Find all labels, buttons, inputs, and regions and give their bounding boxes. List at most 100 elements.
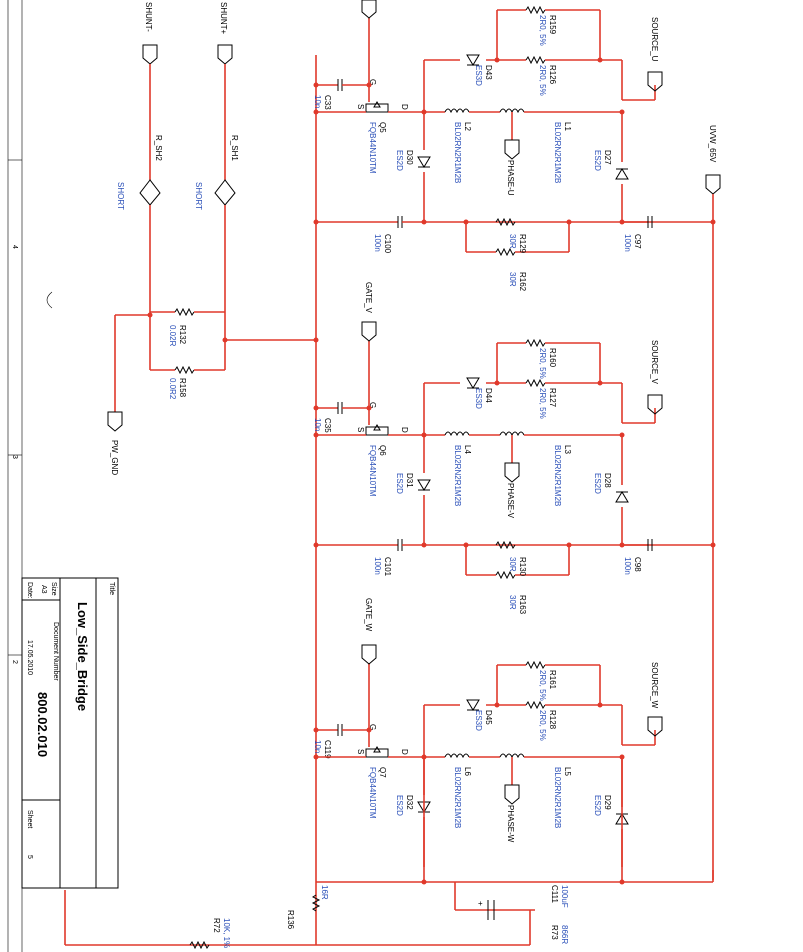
r136-ref: R136 — [286, 910, 295, 930]
mosfet-symbol — [365, 748, 389, 758]
pw-gnd-label: PW_GND — [110, 440, 119, 475]
zener-value: ES3D — [474, 710, 483, 731]
cap-gate-value: 10n — [313, 740, 322, 753]
l2-ref: L6 — [463, 767, 472, 776]
l2-ref: L4 — [463, 445, 472, 454]
rtop-value: 2R0, 5% — [538, 15, 547, 46]
pin-g: G — [368, 79, 377, 85]
docnum-label: Document Number — [52, 622, 59, 681]
border-mark-2: 2 — [11, 660, 18, 664]
l1-ref: L5 — [563, 767, 572, 776]
r72-value: 10K, 1% — [222, 918, 231, 948]
phase-port — [504, 462, 520, 483]
dhi-value: ES2D — [593, 473, 602, 494]
source-port — [647, 716, 663, 737]
cright-ref: C97 — [633, 234, 642, 249]
gate-ports: GATE_V GATE_W — [361, 0, 377, 665]
rbot-value: 30R — [508, 557, 517, 572]
pin-s: S — [356, 749, 365, 754]
cap-gate-ref: C119 — [323, 740, 332, 759]
zener-value: ES3D — [474, 388, 483, 409]
zener-value: ES3D — [474, 65, 483, 86]
rtop-ref: R161 — [548, 670, 557, 690]
phase-label: PHASE-W — [506, 805, 515, 843]
mosfet-ref: Q5 — [378, 122, 387, 133]
rbot-value: 30R — [508, 234, 517, 249]
mosfet-value: FQB44N10TM — [368, 122, 377, 174]
gate-v-label: GATE_V — [364, 282, 373, 314]
r72-ref: R72 — [212, 918, 221, 933]
l1-ref: L1 — [563, 122, 572, 131]
l1-value: BL02RN2R1M2B — [553, 445, 562, 506]
size-value: A3 — [40, 585, 47, 594]
zener-ref: D45 — [484, 710, 493, 725]
rtop-value: 2R0, 5% — [538, 348, 547, 379]
shunt-plus-label: SHUNT+ — [219, 2, 228, 35]
title-label: Title — [108, 582, 115, 595]
gate-v-port — [361, 321, 377, 342]
phase-label: PHASE-V — [506, 483, 515, 519]
border-mark-3: 3 — [11, 455, 18, 459]
dhi-value: ES2D — [593, 795, 602, 816]
uvw-65v-port — [705, 174, 721, 195]
sheet-title: Low_Side_Bridge — [75, 602, 90, 711]
short-label-1: SHORT — [194, 182, 203, 210]
bottom-circuit: R72 10K, 1% R136 16R + C111 100uF R73 86… — [64, 870, 714, 950]
r136-value: 16R — [320, 885, 329, 900]
uvw-65v-label: UVW_65V — [708, 125, 717, 163]
r-sh2-ref: R_SH2 — [154, 135, 163, 161]
rmid-value: 2R0, 5% — [538, 65, 547, 96]
mosfet-value: FQB44N10TM — [368, 767, 377, 819]
dhi-ref: D29 — [603, 795, 612, 810]
pin-d: D — [400, 427, 409, 433]
r158-value: 0.0R2 — [168, 378, 177, 400]
shunt-section: SHUNT- SHUNT+ R_SH2 R_SH1 SHORT SHORT R1… — [107, 2, 319, 475]
dlo-ref: D32 — [405, 795, 414, 810]
r73-ref: R73 — [550, 925, 559, 940]
gate-u-port — [361, 0, 377, 19]
cap-gate-ref: C33 — [323, 95, 332, 110]
date-label: Date: — [26, 582, 33, 599]
pin-s: S — [356, 427, 365, 432]
rbot-ref: R130 — [518, 557, 527, 577]
l2-value: BL02RN2R1M2B — [453, 122, 462, 183]
rmid-ref: R126 — [548, 65, 557, 85]
shunt-minus-label: SHUNT- — [144, 2, 153, 32]
pin-s: S — [356, 104, 365, 109]
dhi-ref: D28 — [603, 473, 612, 488]
phase-label: PHASE-U — [506, 160, 515, 196]
rbot2-ref: R163 — [518, 595, 527, 615]
mosfet-ref: Q7 — [378, 767, 387, 778]
document-number: 800.02.010 — [35, 692, 50, 757]
mosfet-symbol — [365, 426, 389, 436]
sheet-number: 5 — [26, 855, 33, 859]
r73-value: 866R — [560, 925, 569, 944]
pw-gnd-port — [107, 411, 123, 432]
mosfet-symbol — [365, 103, 389, 113]
l2-value: BL02RN2R1M2B — [453, 445, 462, 506]
bus-wires: UVW_65V — [315, 55, 721, 905]
shunt-minus-port — [142, 44, 158, 65]
phase-port — [504, 784, 520, 805]
dhi-ref: D27 — [603, 150, 612, 165]
cbot-ref: C101 — [383, 557, 392, 577]
cap-gate-value: 10n — [313, 95, 322, 108]
size-label: Size — [50, 582, 57, 596]
short-label-2: SHORT — [116, 182, 125, 210]
r132-ref: R132 — [178, 325, 187, 345]
rtop-value: 2R0, 5% — [538, 670, 547, 701]
cbot-value: 100n — [373, 557, 382, 575]
rmid-value: 2R0, 5% — [538, 388, 547, 419]
dlo-ref: D30 — [405, 150, 414, 165]
dlo-ref: D31 — [405, 473, 414, 488]
rbot2-value: 30R — [508, 272, 517, 287]
source-port — [647, 71, 663, 92]
source-label: SOURCE_W — [650, 662, 659, 709]
source-label: SOURCE_U — [650, 17, 659, 62]
r132-value: 0.02R — [168, 325, 177, 347]
mosfet-value: FQB44N10TM — [368, 445, 377, 497]
gate-w-port — [361, 644, 377, 665]
zener-ref: D43 — [484, 65, 493, 80]
